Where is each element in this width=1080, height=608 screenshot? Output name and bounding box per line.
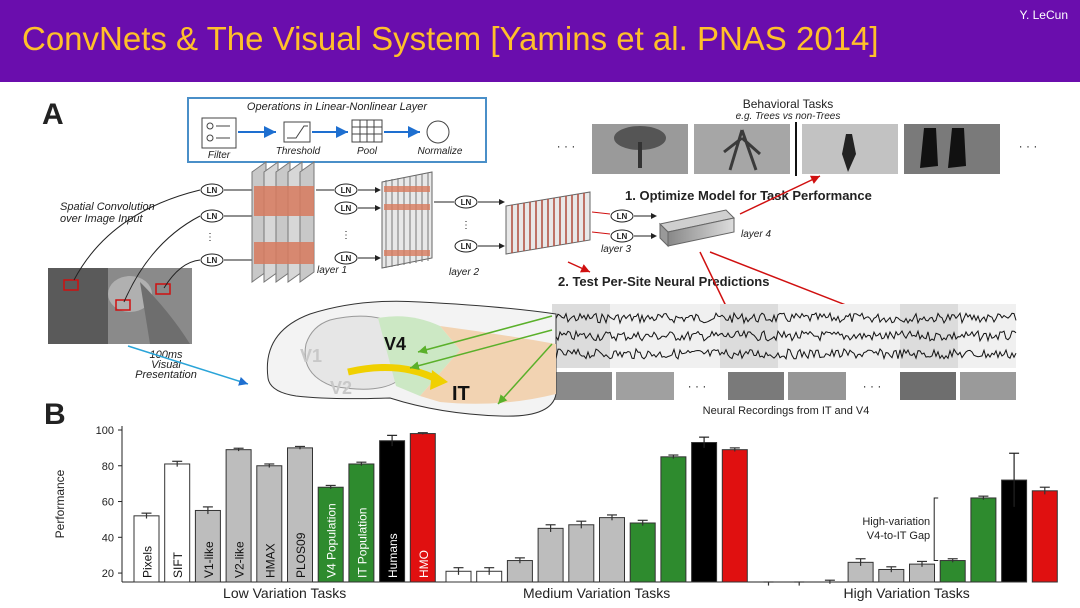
op-threshold: Threshold [276, 146, 321, 157]
gap-bracket [934, 498, 938, 561]
behavioral-images [592, 122, 1000, 176]
ln-label: LN [341, 186, 352, 195]
ln-label: LN [341, 204, 352, 213]
gap-annotation-line1: High-variation [862, 516, 930, 528]
bar [692, 443, 717, 582]
bar-label: V4 Population [325, 503, 339, 578]
operations-title: Operations in Linear-Nonlinear Layer [247, 101, 429, 113]
ellipsis-right: · · · [1019, 139, 1038, 153]
layer-4-stack: layer 4 [660, 210, 771, 246]
ln-label: LN [617, 212, 628, 221]
ellipsis-left: · · · [557, 139, 576, 153]
y-tick-label: 40 [102, 532, 114, 544]
y-axis-label: Performance [53, 469, 67, 538]
layer-4-label: layer 4 [741, 229, 771, 240]
layer-1-label: layer 1 [317, 265, 347, 276]
bar-label: V1-like [202, 541, 216, 578]
bar-label: SIFT [171, 551, 185, 578]
layer-1-stack: layer 1 [252, 162, 347, 282]
area-v1: V1 [300, 346, 322, 366]
bar [507, 561, 532, 582]
bar [910, 564, 935, 582]
slide-title: ConvNets & The Visual System [Yamins et … [22, 20, 879, 58]
bar-label: IT Population [355, 508, 369, 579]
bar [538, 528, 563, 582]
presentation-line3: Presentation [135, 369, 197, 381]
panel-b-label: B [44, 398, 66, 431]
ln-column-3: LN LN ⋮ [434, 196, 504, 252]
group-label: High Variation Tasks [843, 585, 969, 601]
area-v4: V4 [384, 334, 406, 354]
ellipsis-mid-1: · · · [688, 379, 707, 393]
behavioral-sub: e.g. Trees vs non-Trees [736, 111, 841, 122]
layer-2-label: layer 2 [449, 267, 479, 278]
bar-label: Pixels [141, 546, 155, 578]
bar-label: V2-like [233, 541, 247, 578]
ln-label: LN [207, 212, 218, 221]
behavioral-title: Behavioral Tasks [743, 97, 834, 111]
bar [661, 457, 686, 582]
bar-label: HMAX [263, 543, 277, 578]
ln-label: LN [207, 256, 218, 265]
area-v2: V2 [330, 378, 352, 398]
ellipsis-mid-2: · · · [863, 379, 882, 393]
ln-label: LN [617, 232, 628, 241]
bar-label: HMO [417, 550, 431, 578]
ln-label: LN [461, 242, 472, 251]
y-tick-label: 80 [102, 461, 114, 473]
y-tick-label: 60 [102, 497, 114, 509]
recordings-label: Neural Recordings from IT and V4 [703, 405, 870, 417]
step-2: 2. Test Per-Site Neural Predictions [558, 274, 769, 289]
slide-header: ConvNets & The Visual System [Yamins et … [0, 0, 1080, 82]
spatial-conv-line1: Spatial Convolution [60, 201, 155, 213]
threshold-icon [284, 122, 310, 142]
panel-a-label: A [42, 98, 64, 131]
bar-label: PLOS09 [294, 532, 308, 578]
author-credit: Y. LeCun [1020, 8, 1069, 22]
area-it: IT [452, 383, 470, 405]
performance-chart: Performance High-variation V4-to-IT Gap … [53, 425, 1057, 601]
svg-text:⋮: ⋮ [205, 232, 215, 243]
bar [630, 523, 655, 582]
bar [722, 450, 747, 582]
group-label: Low Variation Tasks [223, 585, 346, 601]
normalize-icon [427, 121, 449, 143]
layer-3-stack: layer 3 [506, 192, 631, 255]
stimulus-thumbnails: · · · · · · [554, 372, 1016, 400]
bar [971, 498, 996, 582]
bar [569, 525, 594, 582]
ln-label: LN [207, 186, 218, 195]
op-normalize: Normalize [417, 146, 462, 157]
step-1: 1. Optimize Model for Task Performance [625, 188, 872, 203]
bar [600, 518, 625, 582]
ln-label: LN [461, 198, 472, 207]
neural-traces [552, 304, 1016, 368]
layer-3-label: layer 3 [601, 244, 631, 255]
gap-annotation-line2: V4-to-IT Gap [867, 530, 930, 542]
ln-column-2: LN LN LN ⋮ [316, 184, 380, 264]
operations-box: Operations in Linear-Nonlinear Layer Fil… [188, 98, 486, 162]
op-filter: Filter [208, 150, 231, 161]
ln-column-4: LN LN [592, 210, 656, 242]
bar-label: Humans [386, 533, 400, 578]
bar [1032, 491, 1057, 582]
ln-label: LN [341, 254, 352, 263]
filter-icon [202, 118, 236, 148]
group-label: Medium Variation Tasks [523, 585, 670, 601]
bar [940, 561, 965, 582]
figure: A Operations in Linear-Nonlinear Layer F… [0, 82, 1080, 608]
y-tick-label: 100 [96, 425, 114, 437]
brain-diagram: V1 V2 V4 IT [267, 301, 556, 416]
svg-text:⋮: ⋮ [341, 230, 351, 241]
svg-text:⋮: ⋮ [461, 220, 471, 231]
y-tick-label: 20 [102, 568, 114, 580]
op-pool: Pool [357, 146, 378, 157]
